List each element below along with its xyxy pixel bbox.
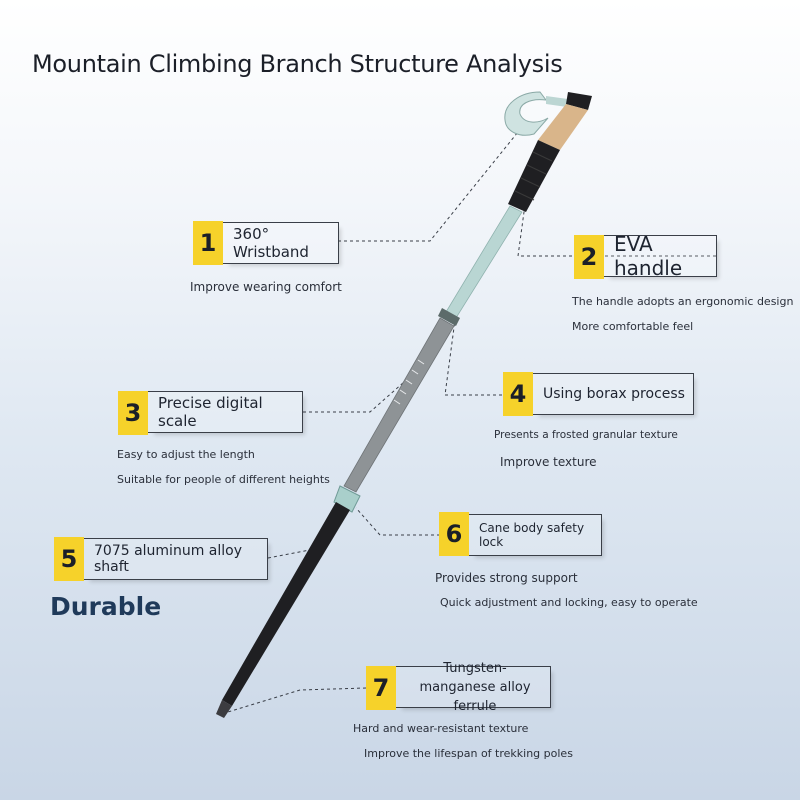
desc-scale-2: Suitable for people of different heights [117,473,330,486]
leader-line-4 [444,319,502,396]
eva-grip-ridges [514,151,553,201]
middle-shaft [343,317,455,493]
badge-7: 7 [366,666,396,710]
top-cap [566,92,592,110]
label-eva-handle: EVA handle [604,232,717,280]
desc-scale-1: Easy to adjust the length [117,448,255,461]
desc-wristband-1: Improve wearing comfort [190,280,342,294]
badge-4: 4 [503,372,533,416]
badge-2: 2 [574,235,604,279]
label-aluminum-shaft: 7075 aluminum alloy shaft [84,538,268,580]
label-digital-scale: Precise digital scale [148,391,303,433]
badge-3: 3 [118,391,148,435]
digital-scale-marks [393,359,425,405]
leader-line-6 [355,507,440,536]
badge-5: 5 [54,537,84,581]
upper-lock-ring [438,308,460,326]
label-wristband: 360° Wristband [223,222,339,264]
leader-line-3 [303,374,413,413]
desc-eva-2: More comfortable feel [572,320,694,333]
ferrule-tip [216,700,232,718]
desc-lock-1: Provides strong support [435,571,578,585]
badge-1: 1 [193,221,223,265]
leader-line-1 [338,131,519,242]
leader-line-2 [517,189,716,257]
label-safety-lock: Cane body safety lock [469,514,602,556]
eva-grip [508,140,560,212]
desc-borax-2: Improve texture [500,455,597,469]
label-ferrule: Tungsten-manganese alloy ferrule [396,661,551,714]
desc-lock-2: Quick adjustment and locking, easy to op… [440,596,698,609]
desc-ferrule-2: Improve the lifespan of trekking poles [364,747,573,760]
upper-shaft [445,205,523,319]
wrist-strap [504,91,549,136]
lower-shaft [222,502,350,706]
page-title: Mountain Climbing Branch Structure Analy… [32,50,563,78]
desc-ferrule-1: Hard and wear-resistant texture [353,722,529,735]
cork-handle [538,104,588,150]
label-borax-process: Using borax process [533,373,694,415]
desc-borax-1: Presents a frosted granular texture [494,429,678,441]
desc-eva-1: The handle adopts an ergonomic design [572,295,794,308]
leader-line-7 [227,687,367,713]
durable-text: Durable [50,592,162,621]
badge-6: 6 [439,512,469,556]
